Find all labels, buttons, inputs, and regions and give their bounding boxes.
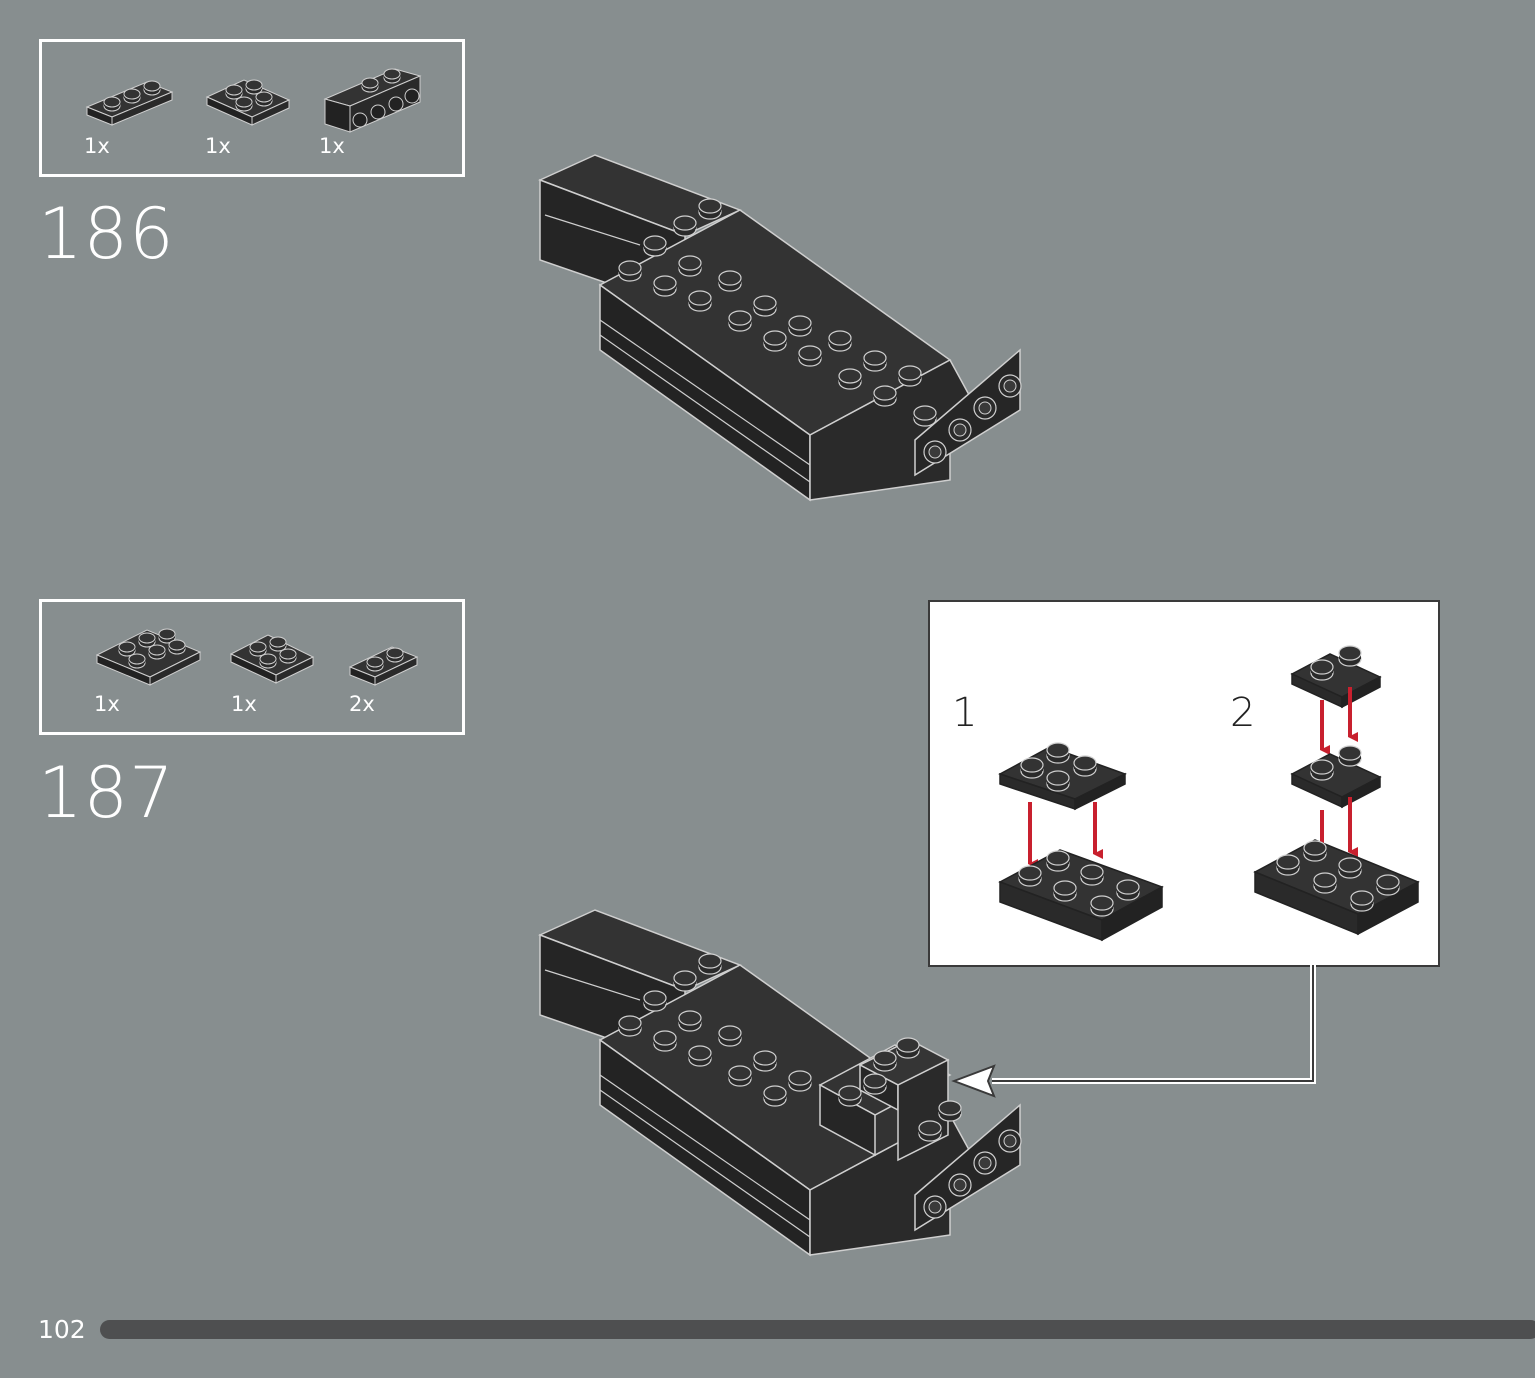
model-assembly-step-186 xyxy=(538,154,1022,502)
parts-list-step-187: 1x 1x 2x xyxy=(39,599,465,735)
part-quantity: 1x xyxy=(205,134,231,158)
bracket-plate-icon xyxy=(323,68,422,133)
page-number: 102 xyxy=(38,1315,86,1344)
sub-step-number: 2 xyxy=(1230,690,1256,736)
plate-2x2-icon xyxy=(205,79,291,126)
step-number: 187 xyxy=(38,752,175,834)
plate-1x2-icon xyxy=(348,646,419,686)
sub-assembly-callout: 1 2 xyxy=(928,600,1440,967)
callout-pointer-arrow xyxy=(951,965,1316,1098)
model-assembly-step-187 xyxy=(538,909,1022,1257)
part-quantity: 1x xyxy=(84,134,110,158)
part-quantity: 1x xyxy=(94,692,120,716)
page-progress-bar xyxy=(100,1320,1535,1339)
parts-list-step-186: 1x 1x 1x xyxy=(39,39,465,177)
plate-2x2-icon xyxy=(229,634,315,684)
sub-step-number: 1 xyxy=(952,690,978,736)
plate-2x3-icon xyxy=(95,628,202,686)
plate-1x3-icon xyxy=(85,80,174,126)
sub-assembly-diagram xyxy=(998,645,1420,942)
part-quantity: 2x xyxy=(349,692,375,716)
part-quantity: 1x xyxy=(319,134,345,158)
part-quantity: 1x xyxy=(231,692,257,716)
step-number: 186 xyxy=(38,193,175,275)
